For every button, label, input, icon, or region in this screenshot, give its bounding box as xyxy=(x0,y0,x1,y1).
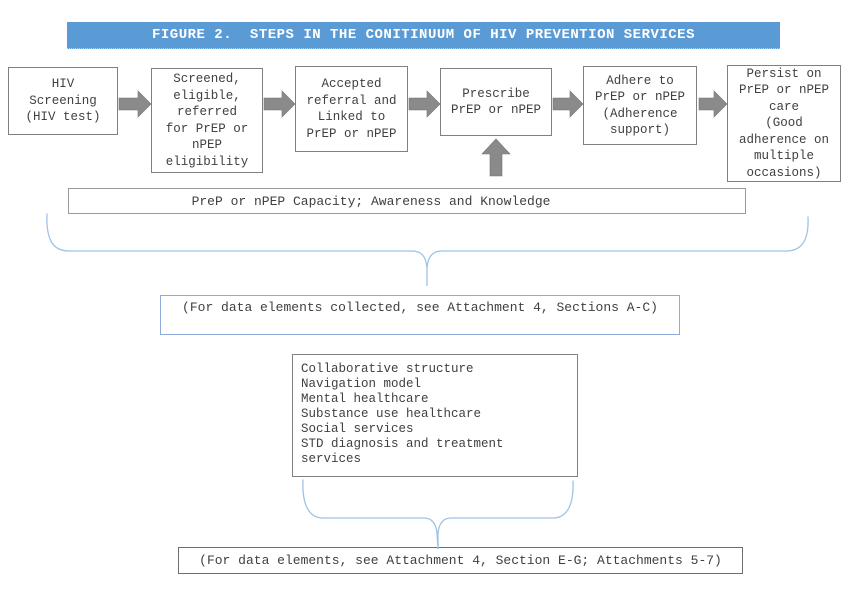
step-box-persist: Persist on PrEP or nPEP care (Good adher… xyxy=(727,65,841,182)
continuum-brace xyxy=(46,213,809,286)
step-text-adhere: Adhere to PrEP or nPEP (Adherence suppor… xyxy=(594,73,685,138)
services-brace xyxy=(302,479,574,550)
up-arrow-icon xyxy=(481,138,511,177)
note-text-sections-a-c: (For data elements collected, see Attach… xyxy=(182,300,658,315)
services-list-box: Collaborative structure Navigation model… xyxy=(292,354,578,477)
note-box-sections-a-c: (For data elements collected, see Attach… xyxy=(160,295,680,335)
step-text-hiv-screening: HIV Screening (HIV test) xyxy=(25,77,101,125)
figure-title-bar: FIGURE 2. STEPS IN THE CONITINUUM OF HIV… xyxy=(67,22,780,49)
note-text-sections-e-g: (For data elements, see Attachment 4, Se… xyxy=(199,553,722,568)
flow-arrow-5-icon xyxy=(698,90,728,118)
figure-title: FIGURE 2. STEPS IN THE CONITINUUM OF HIV… xyxy=(152,27,695,43)
flow-arrow-4-icon xyxy=(552,90,584,118)
step-box-accepted-referral: Accepted referral and Linked to PrEP or … xyxy=(295,66,408,152)
capacity-box-text: PreP or nPEP Capacity; Awareness and Kno… xyxy=(191,193,551,209)
step-text-prescribe: Prescribe PrEP or nPEP xyxy=(450,86,541,118)
capacity-box: PreP or nPEP Capacity; Awareness and Kno… xyxy=(68,188,746,214)
flow-arrow-2-icon xyxy=(263,90,296,118)
note-box-sections-e-g: (For data elements, see Attachment 4, Se… xyxy=(178,547,743,574)
flow-arrow-1-icon xyxy=(118,90,152,118)
step-text-accepted-referral: Accepted referral and Linked to PrEP or … xyxy=(306,77,397,141)
flow-arrow-3-icon xyxy=(408,90,441,118)
step-text-screened-eligible: Screened, eligible, referred for PrEP or… xyxy=(165,72,249,169)
step-text-persist: Persist on PrEP or nPEP care (Good adher… xyxy=(738,66,829,180)
step-box-adhere: Adhere to PrEP or nPEP (Adherence suppor… xyxy=(583,66,697,145)
step-box-prescribe: Prescribe PrEP or nPEP xyxy=(440,68,552,136)
step-box-screened-eligible: Screened, eligible, referred for PrEP or… xyxy=(151,68,263,173)
step-box-hiv-screening: HIV Screening (HIV test) xyxy=(8,67,118,135)
